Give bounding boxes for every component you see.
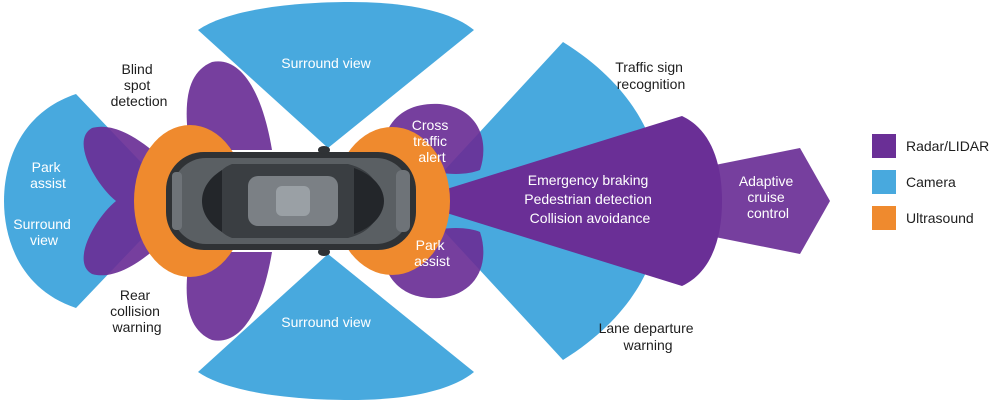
rear-camera-zone xyxy=(4,94,178,308)
front-radar-label: Emergency braking Pedestrian detection C… xyxy=(524,172,656,226)
rear-collision-label: Rear collision warning xyxy=(110,287,164,335)
legend-item-ultrasound: Ultrasound xyxy=(872,206,989,230)
surround-view-rear-label: Surround view xyxy=(13,216,74,248)
surround-view-bottom-label: Surround view xyxy=(281,314,371,330)
legend-label: Radar/LIDAR xyxy=(906,138,990,154)
legend-item-radar: Radar/LIDAR xyxy=(872,134,989,158)
adaptive-cruise-radar-zone xyxy=(690,148,830,254)
park-assist-rear-label: Park assist xyxy=(30,159,66,191)
adaptive-cruise-label: Adaptive cruise control xyxy=(739,173,797,221)
ultrasound-swatch xyxy=(872,206,896,230)
cross-traffic-label: Cross traffic alert xyxy=(412,117,452,165)
front-radar-zone xyxy=(408,116,722,286)
surround-view-bottom-zone xyxy=(198,254,474,400)
blind-spot-radar-top xyxy=(186,61,272,151)
blind-spot-label: Blind spot detection xyxy=(111,61,168,109)
legend: Radar/LIDAR Camera Ultrasound xyxy=(872,134,989,242)
traffic-sign-label: Traffic sign recognition xyxy=(615,59,687,92)
car-top-view xyxy=(166,146,416,256)
radar-swatch xyxy=(872,134,896,158)
camera-swatch xyxy=(872,170,896,194)
legend-item-camera: Camera xyxy=(872,170,989,194)
lane-departure-label: Lane departure warning xyxy=(599,320,698,353)
legend-label: Ultrasound xyxy=(906,210,974,226)
surround-view-top-zone xyxy=(198,2,474,148)
blind-spot-radar-bottom xyxy=(186,252,272,341)
park-assist-front-label: Park assist xyxy=(414,237,450,269)
surround-view-top-label: Surround view xyxy=(281,55,371,71)
legend-label: Camera xyxy=(906,174,956,190)
